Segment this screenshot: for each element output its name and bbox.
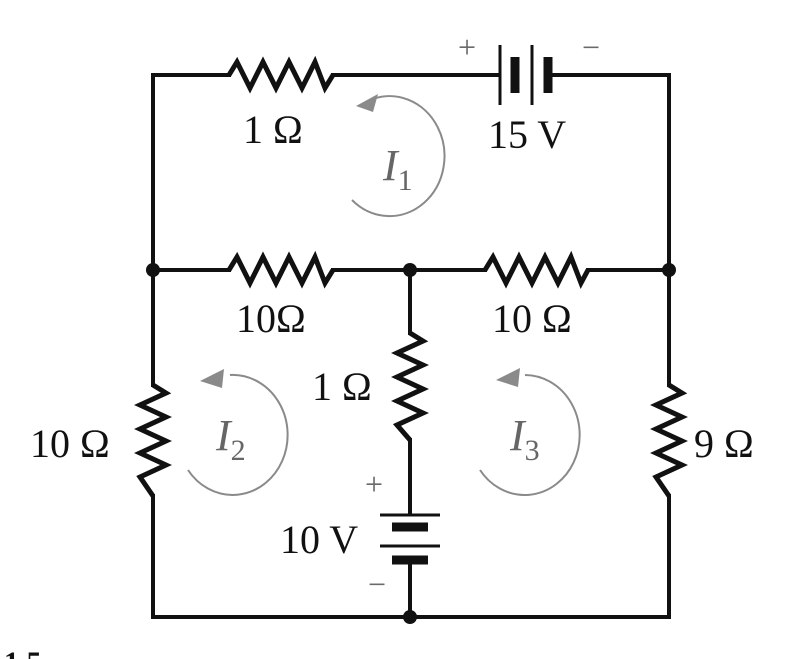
resistor-top (226, 55, 336, 94)
label-current-2: I2 (215, 411, 246, 467)
battery-bottom (380, 513, 440, 565)
label-resistor-mid-left: 10Ω (236, 296, 306, 341)
label-current-1-sub: 1 (398, 164, 413, 197)
label-battery-bottom: 10 V (280, 517, 358, 562)
resistor-mid-left (226, 250, 336, 289)
caption-fragment: 1.5 (4, 646, 42, 659)
node-mid-left (146, 263, 160, 277)
label-battery-top-plus: + (458, 29, 476, 65)
label-battery-top-minus: − (582, 29, 600, 65)
node-bottom-center (403, 610, 417, 624)
junction-nodes (146, 263, 676, 624)
resistor-mid-right (482, 250, 591, 289)
loop-arrow-1-arc (351, 95, 446, 218)
label-resistor-right: 9 Ω (694, 421, 754, 466)
label-resistor-top: 1 Ω (243, 107, 303, 152)
label-current-3-letter: I (509, 411, 527, 460)
label-resistor-center: 1 Ω (312, 364, 372, 409)
loop-arrow-3-head (496, 368, 520, 387)
label-current-1-letter: I (382, 141, 400, 190)
label-current-2-sub: 2 (231, 434, 246, 467)
battery-top (498, 45, 553, 105)
label-current-3: I3 (509, 411, 540, 467)
resistor-right (650, 382, 688, 498)
label-resistor-left: 10 Ω (30, 421, 110, 466)
label-battery-bottom-plus: + (365, 466, 383, 502)
node-mid-right (662, 263, 676, 277)
loop-arrow-3-arc (479, 374, 581, 496)
mesh-loop-3 (479, 368, 581, 496)
loop-arrow-2-arc (187, 373, 289, 496)
label-current-1: I1 (382, 141, 413, 197)
resistor-center (391, 330, 429, 442)
label-battery-bottom-minus: − (368, 566, 386, 602)
node-mid-center (403, 263, 417, 277)
resistor-left (134, 382, 172, 498)
label-resistor-mid-right: 10 Ω (492, 296, 572, 341)
label-current-2-letter: I (215, 411, 233, 460)
resistors (134, 55, 688, 498)
label-current-3-sub: 3 (525, 434, 540, 467)
mesh-loop-1 (351, 94, 446, 218)
loop-arrow-1-head (356, 94, 378, 112)
loop-arrow-2-head (200, 369, 224, 388)
mesh-loop-2 (187, 369, 289, 496)
label-battery-top: 15 V (488, 112, 566, 157)
